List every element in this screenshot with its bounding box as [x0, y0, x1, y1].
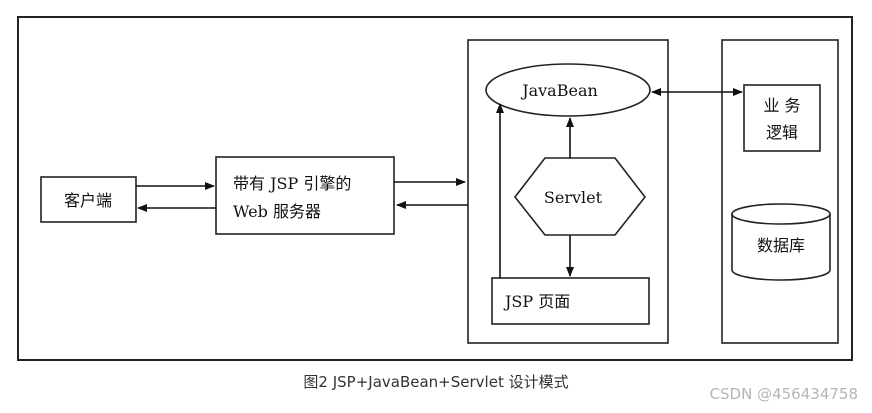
javabean-label: JavaBean — [520, 81, 598, 100]
watermark: CSDN @456434758 — [709, 385, 858, 403]
web-server-box — [215, 156, 395, 235]
jsp-page-box — [491, 277, 650, 325]
client-label: 客户端 — [64, 191, 112, 210]
figure-caption: 图2 JSP+JavaBean+Servlet 设计模式 — [303, 373, 569, 391]
web-server-label-line1: 带有 JSP 引擎的 — [233, 174, 351, 193]
javabean-node — [485, 63, 651, 117]
database-label: 数据库 — [757, 236, 805, 255]
servlet-label: Servlet — [544, 188, 603, 207]
business-logic-box — [743, 84, 821, 152]
database-node — [731, 203, 831, 281]
web-server-label-line2: Web 服务器 — [233, 202, 321, 221]
jsp-page-label: JSP 页面 — [503, 292, 570, 311]
outer-frame — [17, 16, 853, 361]
client-box — [40, 176, 137, 223]
business-logic-label-line1: 业 务 — [763, 96, 800, 115]
servlet-node — [513, 157, 647, 236]
business-logic-label-line2: 逻辑 — [766, 123, 798, 142]
